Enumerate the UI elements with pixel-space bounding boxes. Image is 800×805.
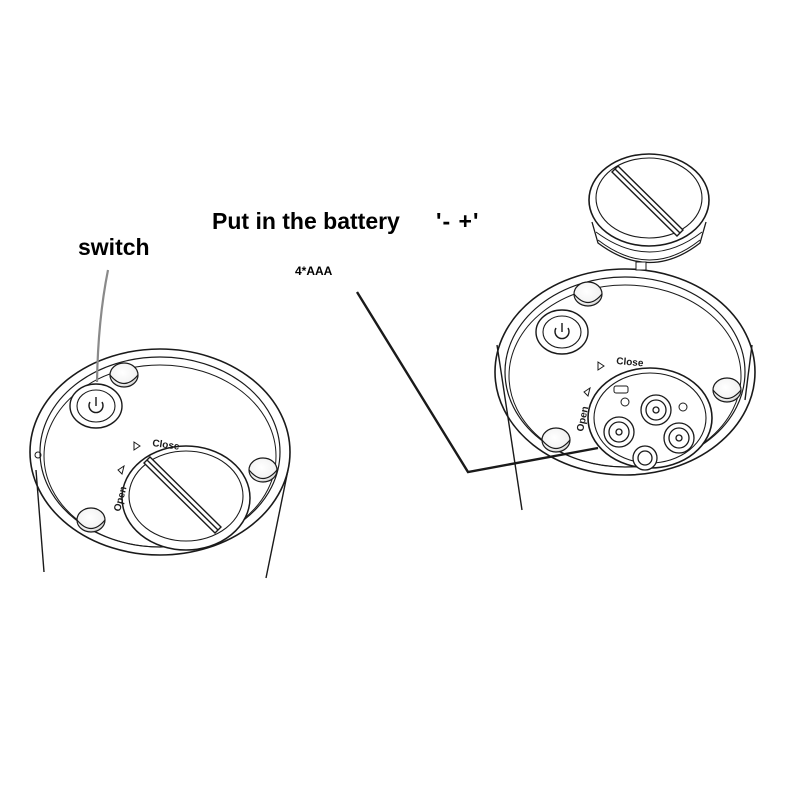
arrow-icon [133,441,141,451]
arrow-icon [583,386,591,397]
left-device-rim [29,348,291,556]
right-open-marking: Open [575,405,591,432]
arrow-icon [117,464,125,475]
left-rim-nub-top [109,362,139,388]
switch-leader-line [95,269,110,383]
power-icon [88,397,104,414]
left-rim-dot [34,451,42,459]
arrow-icon [597,361,605,371]
removed-lid-grip-slot [611,165,684,237]
battery-instruction-title: Put in the battery [212,208,400,234]
right-device-body [496,344,753,511]
left-rim-nub-right [248,457,278,483]
left-rim-nub-bottom [76,507,106,533]
aaa-battery-4 [632,445,658,471]
polarity-label: '- +' [436,208,480,234]
right-rim-nub-top [573,281,603,307]
left-close-marking: Close [152,438,181,453]
right-device-rim [494,268,756,476]
right-rim-nub-right [712,377,742,403]
aaa-battery-1 [640,394,672,426]
right-close-marking: Close [616,356,645,369]
right-rim-nub-bottom [541,427,571,453]
switch-label: switch [78,234,150,260]
power-icon [554,323,570,340]
aaa-battery-2 [603,416,635,448]
removed-battery-lid[interactable] [588,153,710,271]
battery-count-label: 4*AAA [295,264,333,278]
left-lid-grip-slot [143,456,222,534]
compartment-contacts [613,385,688,412]
aaa-battery-3 [663,422,695,454]
battery-leader-line [355,291,599,474]
